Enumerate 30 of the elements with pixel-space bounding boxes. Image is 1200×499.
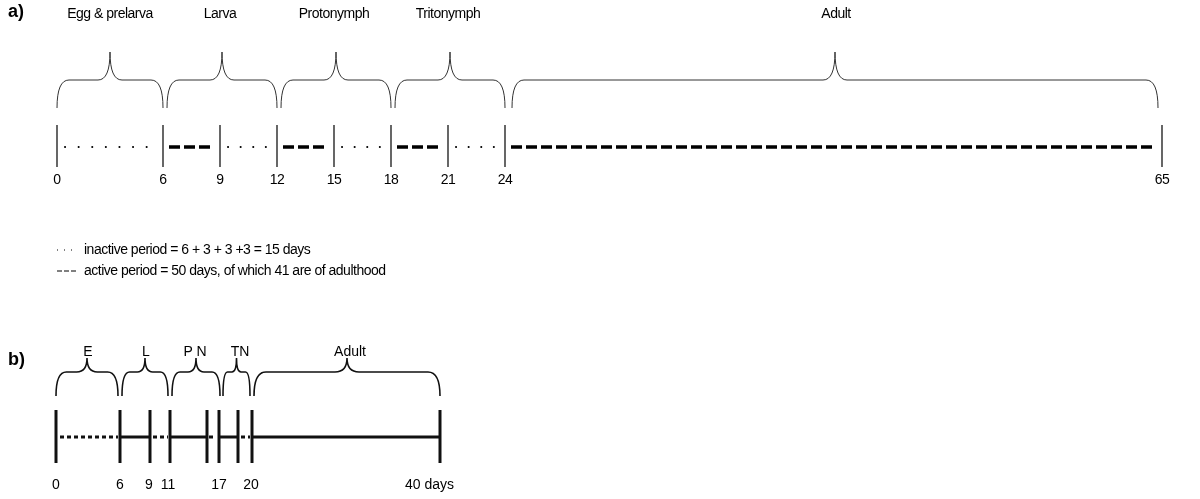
legend-text: active period = 50 days, of which 41 are of adulthood (84, 263, 386, 277)
stage-label: TN (230, 344, 250, 358)
tick-label: 15 (326, 172, 342, 186)
panel-letter: a) (8, 2, 24, 20)
tick-label: 6 (159, 172, 167, 186)
stage-label: Adult (821, 6, 851, 20)
stage-label: E (83, 344, 93, 358)
tick-label: 18 (383, 172, 399, 186)
tick-label: 21 (440, 172, 456, 186)
stage-label: Adult (334, 344, 366, 358)
stage-label: L (142, 344, 150, 358)
tick-label: 0 (52, 477, 60, 491)
tick-label: 6 (116, 477, 124, 491)
panel-letter: b) (8, 350, 25, 368)
stage-label: Egg & prelarva (67, 6, 153, 20)
stage-label: Larva (203, 6, 237, 20)
tick-label: 24 (497, 172, 513, 186)
tick-label: 9 (145, 477, 153, 491)
tick-label: 20 (243, 477, 259, 491)
stage-label: Tritonymph (415, 6, 481, 20)
tick-label: 9 (216, 172, 224, 186)
tick-label: 12 (269, 172, 285, 186)
legend-text: inactive period = 6 + 3 + 3 +3 = 15 days (84, 242, 311, 256)
stage-label: P N (183, 344, 207, 358)
tick-label: 40 days (405, 477, 455, 491)
tick-label: 0 (53, 172, 61, 186)
tick-label: 65 (1154, 172, 1170, 186)
tick-label: 11 (160, 477, 176, 491)
stage-label: Protonymph (298, 6, 370, 20)
tick-label: 17 (211, 477, 227, 491)
